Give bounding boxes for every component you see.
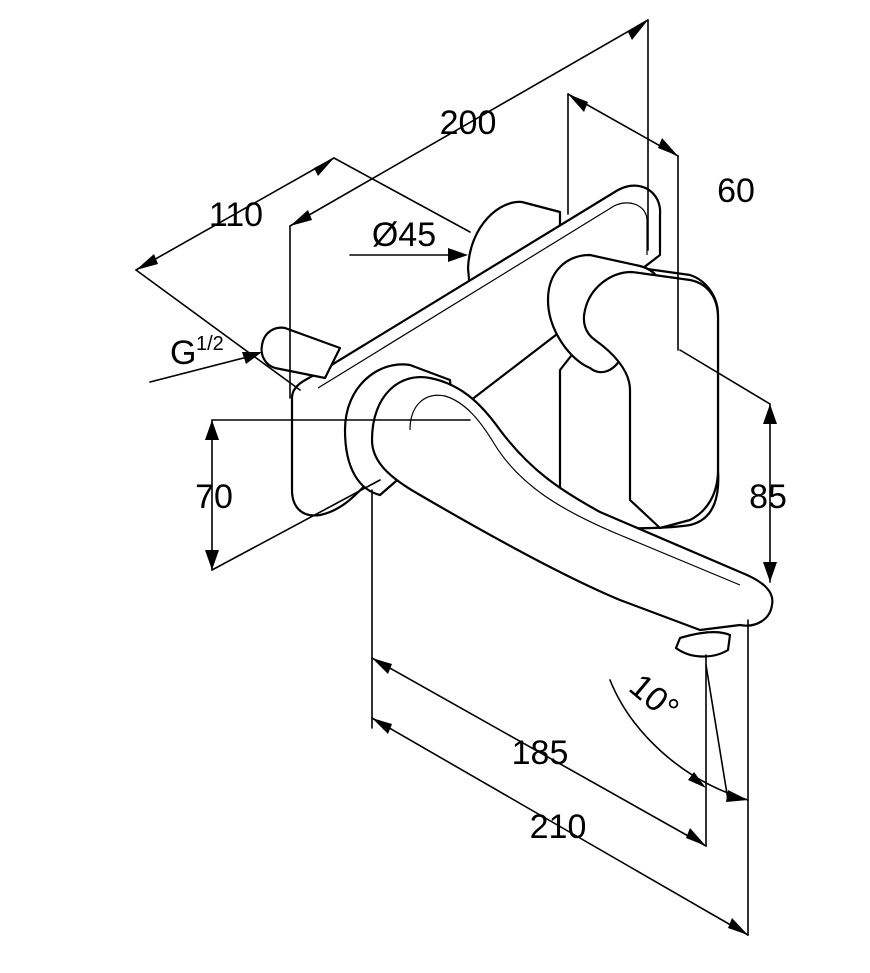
- dim-110: 110: [209, 196, 263, 234]
- dim-185: 185: [512, 734, 569, 772]
- dim-connection-g: G: [170, 334, 196, 372]
- aerator: [674, 631, 732, 658]
- wall-plate-inner: [317, 202, 648, 389]
- dim-diameter-45: Ø45: [372, 216, 436, 254]
- dim-85: 85: [749, 478, 787, 516]
- dim-connection-fraction: 1/2: [196, 333, 224, 355]
- faucet-body: [260, 184, 774, 658]
- dimension-lines: [135, 19, 777, 936]
- inlet-pipe: [260, 326, 342, 380]
- dim-210: 210: [530, 808, 587, 846]
- dim-200: 200: [440, 104, 497, 142]
- dim-70: 70: [195, 478, 233, 516]
- spout: [370, 375, 774, 632]
- dim-60: 60: [717, 172, 755, 210]
- spout-highlight: [409, 394, 741, 586]
- handle-lever: [582, 270, 720, 530]
